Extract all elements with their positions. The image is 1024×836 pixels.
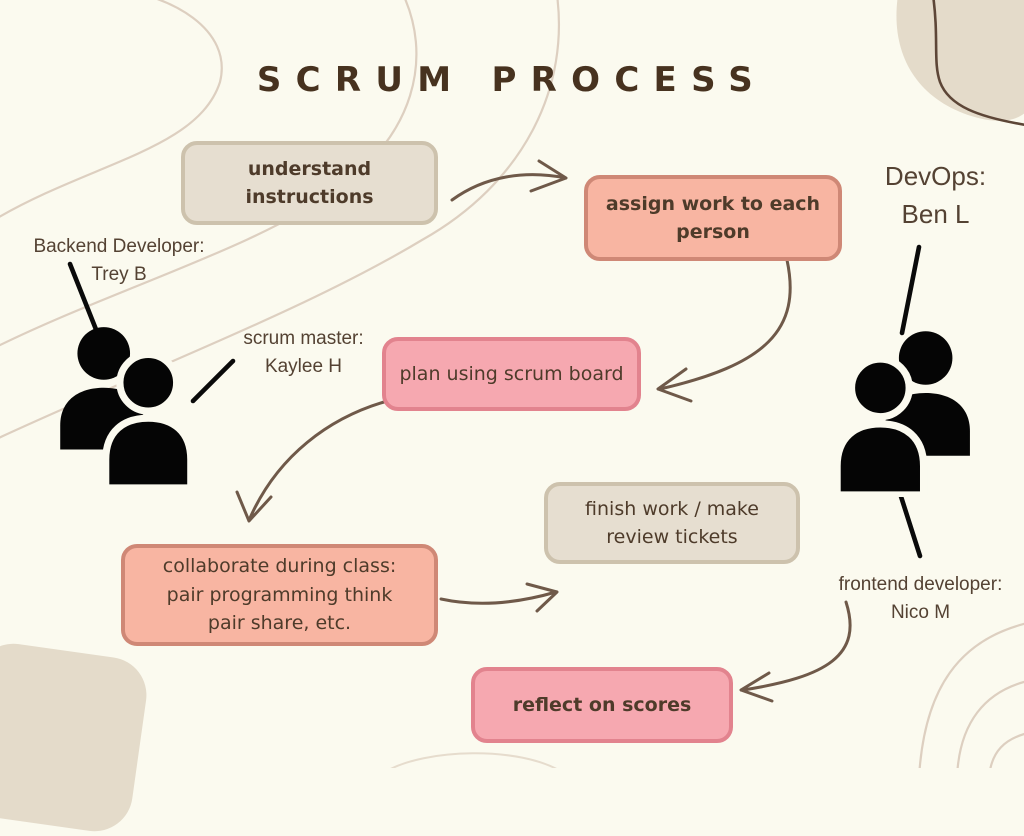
- node-text-line: pair programming think: [166, 583, 393, 606]
- node-text-line: plan using scrum board: [399, 362, 624, 385]
- role-title: DevOps:: [884, 161, 987, 191]
- node-text-line: reflect on scores: [512, 693, 692, 716]
- node-text-line: collaborate during class:: [162, 555, 397, 578]
- flow-node-plan-scrum-board: plan using scrum board: [382, 337, 641, 411]
- flow-node-reflect-scores: reflect on scores: [471, 667, 733, 743]
- role-person: Ben L: [901, 198, 970, 229]
- role-person: Kaylee H: [264, 355, 343, 377]
- node-text-line: pair share, etc.: [207, 612, 352, 635]
- node-text-line: instructions: [245, 186, 374, 208]
- flow-node-understand-instructions: understand instructions: [181, 141, 438, 225]
- role-title: scrum master:: [243, 328, 364, 349]
- role-title: Backend Developer:: [33, 236, 205, 257]
- flow-node-collaborate: collaborate during class: pair programmi…: [121, 544, 438, 646]
- team-people-icon-right: [833, 331, 970, 497]
- node-text-line: understand: [247, 157, 372, 180]
- page-title: SCRUM PROCESS: [256, 60, 768, 100]
- role-label-frontend-developer: frontend developer: Nico M: [828, 571, 1013, 626]
- blob-bottom-left: [0, 638, 152, 836]
- node-text-line: person: [676, 221, 750, 243]
- role-title: frontend developer:: [838, 574, 1003, 595]
- role-label-backend-developer: Backend Developer: Trey B: [14, 233, 224, 288]
- team-people-icon-left: [60, 327, 195, 490]
- role-label-scrum-master: scrum master: Kaylee H: [216, 325, 391, 380]
- role-label-devops: DevOps: Ben L: [853, 158, 1018, 233]
- role-person: Trey B: [91, 263, 147, 285]
- role-person: Nico M: [890, 601, 951, 623]
- node-text-line: assign work to each: [605, 192, 821, 215]
- node-text-line: finish work / make: [585, 497, 759, 520]
- flow-node-assign-work: assign work to each person: [584, 175, 842, 261]
- flow-node-finish-work: finish work / make review tickets: [544, 482, 800, 564]
- node-text-line: review tickets: [606, 526, 738, 548]
